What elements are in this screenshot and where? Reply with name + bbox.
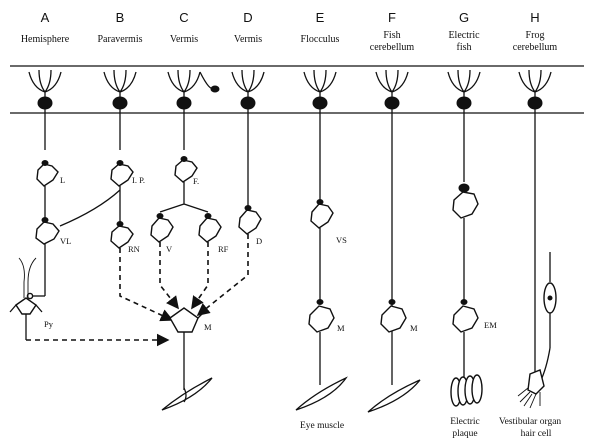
purkinje-cell-h	[519, 70, 551, 375]
svg-text:B: B	[116, 10, 125, 25]
neuron-vl: VL	[36, 218, 71, 247]
column-header-c: C Vermis	[170, 10, 198, 45]
column-header-h: H Frog cerebellum	[513, 10, 558, 53]
eye-muscle-e	[296, 378, 346, 410]
synapse-g	[461, 300, 467, 305]
projection-rn-to-m	[120, 248, 172, 320]
vestibular-afferent-neuron	[538, 252, 556, 386]
axon-f-branch	[160, 182, 208, 212]
purkinje-cell-f	[376, 70, 408, 385]
svg-text:C: C	[179, 10, 188, 25]
motor-neuron-e: M	[309, 306, 345, 333]
svg-text:Hemisphere: Hemisphere	[21, 34, 70, 45]
neuron-rn: RN	[111, 222, 140, 255]
neuron-l-a: L	[37, 161, 65, 187]
column-header-f: F Fish cerebellum	[370, 10, 415, 53]
svg-text:Frog: Frog	[526, 30, 545, 41]
svg-text:VL: VL	[60, 236, 71, 246]
neuron-d: D	[239, 206, 262, 247]
purkinje-cell-a	[29, 70, 61, 150]
purkinje-cell-c	[168, 70, 219, 150]
motor-neuron-em: EM	[453, 306, 497, 332]
svg-text:D: D	[256, 236, 262, 246]
svg-text:hair cell: hair cell	[521, 429, 552, 439]
column-header-a: A Hemisphere	[21, 10, 70, 45]
svg-text:Paravermis: Paravermis	[98, 34, 143, 45]
svg-text:fish: fish	[457, 42, 472, 53]
svg-text:Vestibular organ: Vestibular organ	[499, 417, 562, 427]
svg-text:Flocculus: Flocculus	[301, 34, 340, 45]
neuron-vs: VS	[311, 200, 347, 246]
svg-text:I. P.: I. P.	[132, 175, 145, 185]
svg-text:G: G	[459, 10, 469, 25]
caption-electric-plaque: Electric plaque	[450, 417, 480, 439]
column-header-e: E Flocculus	[301, 10, 340, 45]
svg-text:A: A	[41, 10, 50, 25]
svg-text:M: M	[337, 323, 345, 333]
column-headers: A Hemisphere B Paravermis C Vermis D Ver…	[21, 10, 558, 53]
column-header-b: B Paravermis	[98, 10, 143, 45]
column-header-g: G Electric fish	[448, 10, 480, 53]
svg-text:VS: VS	[336, 235, 347, 245]
synapse-g-top	[459, 184, 469, 192]
neuron-ip: I. P.	[111, 161, 145, 187]
vestibular-hair-cell	[518, 370, 544, 408]
svg-text:cerebellum: cerebellum	[370, 42, 415, 53]
electric-plaque	[451, 375, 482, 406]
caption-eye-muscle: Eye muscle	[300, 421, 344, 431]
svg-text:Electric: Electric	[448, 30, 480, 41]
svg-text:F: F	[388, 10, 396, 25]
svg-text:V: V	[166, 244, 173, 254]
neuron-rf: RF	[199, 214, 229, 255]
svg-text:L: L	[60, 175, 65, 185]
svg-text:M: M	[204, 322, 212, 332]
neuron-py: Py	[10, 258, 54, 340]
motor-neuron-m: M	[164, 308, 212, 332]
motor-neuron-f: M	[381, 306, 418, 333]
neuron-v: V	[151, 214, 173, 255]
svg-text:RF: RF	[218, 244, 229, 254]
purkinje-cell-d	[232, 70, 264, 208]
axon-ip-to-vl	[60, 190, 120, 226]
svg-text:D: D	[243, 10, 252, 25]
synapse-e	[317, 300, 323, 305]
column-header-d: D Vermis	[234, 10, 262, 45]
svg-text:E: E	[316, 10, 325, 25]
svg-text:Electric: Electric	[450, 417, 480, 427]
purkinje-cell-g	[448, 70, 480, 182]
muscle-fiber-main	[162, 378, 212, 410]
synapse-f	[389, 300, 395, 305]
neuron-f: F.	[175, 157, 199, 187]
svg-text:RN: RN	[128, 244, 140, 254]
svg-text:Fish: Fish	[383, 30, 400, 41]
svg-text:H: H	[530, 10, 539, 25]
purkinje-cell-b	[104, 70, 136, 150]
svg-text:Vermis: Vermis	[234, 34, 262, 45]
svg-text:EM: EM	[484, 320, 497, 330]
purkinje-cell-e	[304, 70, 336, 200]
svg-text:plaque: plaque	[452, 429, 477, 439]
svg-text:F.: F.	[193, 176, 199, 186]
svg-text:cerebellum: cerebellum	[513, 42, 558, 53]
eye-muscle-f	[368, 380, 420, 412]
neuron-g-relay	[453, 192, 478, 218]
svg-text:M: M	[410, 323, 418, 333]
caption-vestibular: Vestibular organ hair cell	[499, 417, 562, 439]
svg-text:Vermis: Vermis	[170, 34, 198, 45]
projection-rf-to-m	[192, 242, 208, 308]
svg-text:Py: Py	[44, 319, 54, 329]
